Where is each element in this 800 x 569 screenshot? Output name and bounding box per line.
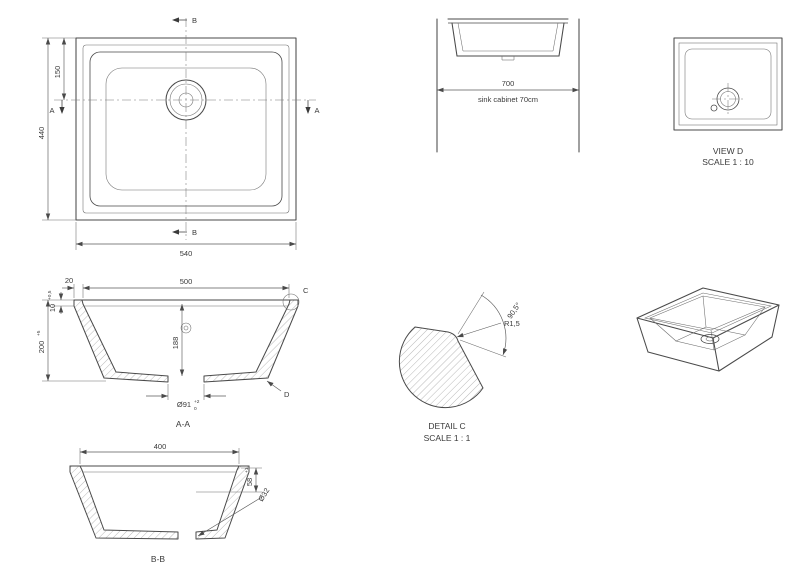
section-aa-dimensions: 500 20 C 10 +0,5 200 +5 188 xyxy=(36,276,309,412)
detail-c-radius: R1,5 xyxy=(504,319,520,328)
front-view: 700 sink cabinet 70cm xyxy=(436,18,580,153)
plan-view: B B A A 440 150 540 xyxy=(37,16,320,258)
edge-d-marker: D xyxy=(284,390,290,399)
cabinet-dimension: 700 sink cabinet 70cm xyxy=(437,79,579,104)
centerlines xyxy=(54,18,316,240)
dim-drain-91-tol-upper: +2 xyxy=(194,399,200,405)
section-a-left-label: A xyxy=(49,106,54,115)
section-bb-caption: B-B xyxy=(151,554,166,564)
dim-500: 500 xyxy=(180,277,193,286)
dim-10-tolerance: +0,5 xyxy=(47,290,53,300)
dim-drain-32: Ø32 xyxy=(256,486,271,503)
dim-58: 58 xyxy=(245,478,254,486)
section-b-bottom-label: B xyxy=(192,228,197,237)
section-aa-view: 500 20 C 10 +0,5 200 +5 188 xyxy=(36,276,309,429)
dim-10: 10 xyxy=(48,304,57,312)
section-a-right-label: A xyxy=(314,106,319,115)
view-d-scale: SCALE 1 : 10 xyxy=(702,157,754,167)
detail-c-title: DETAIL C xyxy=(428,421,465,431)
detail-c-marker: C xyxy=(303,286,309,295)
view-d-title: VIEW D xyxy=(713,146,743,156)
iso-inner-rim xyxy=(644,292,772,334)
dim-150: 150 xyxy=(53,66,62,79)
cabinet-caption: sink cabinet 70cm xyxy=(478,95,538,104)
iso-outer-rim xyxy=(636,287,780,339)
section-bb-cut-material xyxy=(69,465,250,540)
dim-drain-91: Ø91 xyxy=(177,400,191,409)
view-d-outline xyxy=(673,37,783,131)
section-aa-cut-material xyxy=(73,299,299,383)
iso-basin-corners xyxy=(649,295,766,351)
dim-20: 20 xyxy=(65,276,73,285)
dim-200: 200 xyxy=(37,341,46,354)
iso-drain xyxy=(700,334,720,344)
view-d-drain xyxy=(710,83,744,115)
dim-188: 188 xyxy=(171,337,180,350)
view-d: VIEW D SCALE 1 : 10 xyxy=(673,37,783,167)
detail-c-view: R1,5 90,5° DETAIL C SCALE 1 : 1 xyxy=(398,291,523,443)
iso-outer-body xyxy=(636,304,780,372)
isometric-view xyxy=(636,287,780,372)
dim-drain-91-tol-lower: 0 xyxy=(194,406,197,412)
detail-c-angle: 90,5° xyxy=(505,301,522,321)
section-b-top-label: B xyxy=(192,16,197,25)
section-aa-drain-detail xyxy=(180,322,192,334)
cabinet-walls xyxy=(436,18,580,153)
detail-c-material xyxy=(398,326,484,409)
detail-c-scale: SCALE 1 : 1 xyxy=(424,433,471,443)
sink-front-profile xyxy=(447,18,569,61)
dim-400: 400 xyxy=(154,442,167,451)
dim-700: 700 xyxy=(502,79,515,88)
dim-58-tolerance: +1 xyxy=(244,467,250,473)
section-line-markers: B B A A xyxy=(49,16,319,237)
dim-540: 540 xyxy=(180,249,193,258)
iso-basin-edge xyxy=(649,295,766,331)
dim-200-tolerance: +5 xyxy=(36,330,42,336)
plan-dimensions: 440 150 540 xyxy=(37,37,297,258)
detail-c-dimensions: R1,5 90,5° xyxy=(456,291,523,358)
dim-440: 440 xyxy=(37,127,46,140)
section-aa-caption: A-A xyxy=(176,419,191,429)
section-bb-view: 400 58 +1 Ø32 B-B xyxy=(69,442,271,564)
